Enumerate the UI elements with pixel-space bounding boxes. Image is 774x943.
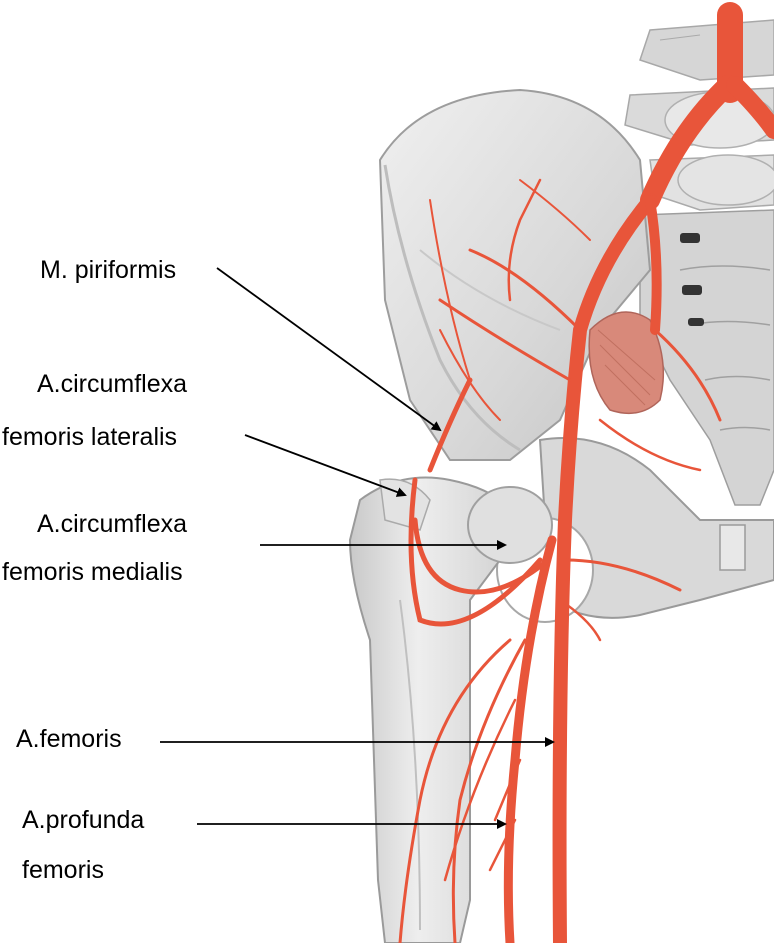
label-m-piriformis: M. piriformis (40, 258, 176, 283)
label-a-femoris: A.femoris (16, 727, 122, 752)
label-circumflexa-lateralis-line1: A.circumflexa (37, 372, 187, 397)
label-circumflexa-medialis-line1: A.circumflexa (37, 512, 187, 537)
leader-circumflexa-lateralis (245, 435, 405, 495)
label-profunda-line1: A.profunda (22, 808, 144, 833)
label-circumflexa-medialis-line2: femoris medialis (2, 560, 183, 585)
label-profunda-line2: femoris (22, 858, 104, 883)
label-circumflexa-lateralis-line2: femoris lateralis (2, 425, 177, 450)
